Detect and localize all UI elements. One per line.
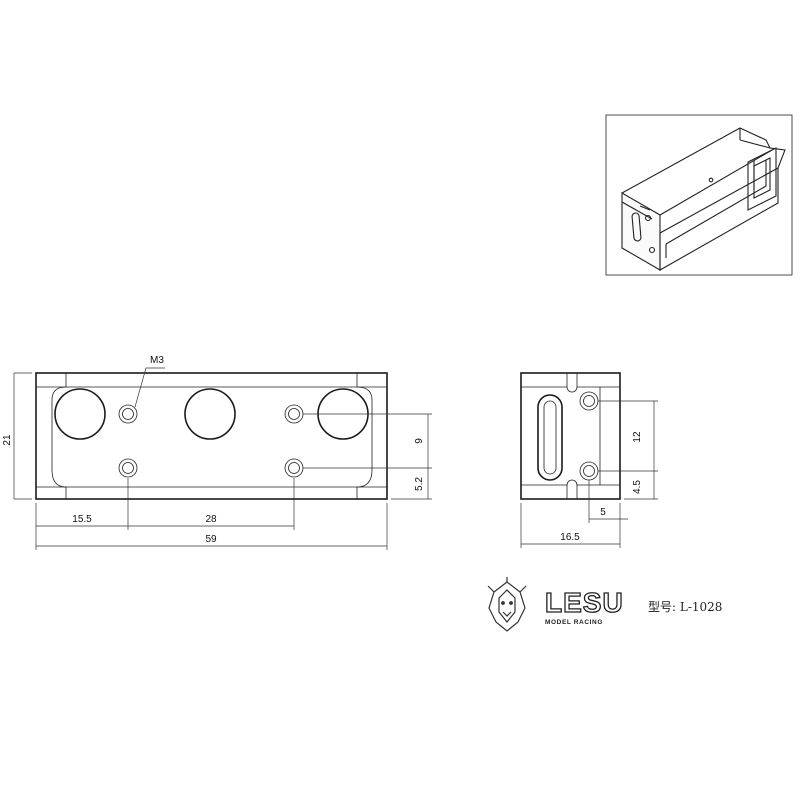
dim-side-x: 5	[600, 507, 606, 518]
iso-preview-frame	[605, 114, 793, 276]
brand-block: LESU MODEL RACING 型号: L-1028	[487, 577, 722, 632]
model-label: 型号: L-1028	[648, 600, 722, 614]
brand-name: LESU	[545, 587, 624, 618]
m3-holes	[118, 404, 304, 478]
front-view: M3 21 15.5 28 59 9 5.2	[2, 355, 432, 550]
dim-side-y: 4.5	[632, 480, 643, 494]
dim-width: 16.5	[560, 532, 580, 543]
side-view-outline	[520, 372, 621, 500]
lion-head-icon	[487, 577, 527, 632]
side-view: 12 4.5 5 16.5	[520, 372, 658, 548]
side-holes	[579, 391, 599, 481]
side-slot	[537, 394, 563, 481]
iso-part-sketch	[621, 127, 786, 271]
iso-preview	[605, 114, 793, 276]
dim-height: 21	[2, 434, 13, 446]
front-view-pocket	[51, 386, 373, 488]
dim-hole-pitch-y: 9	[414, 438, 425, 444]
dim-length: 59	[205, 534, 217, 545]
dim-hole-x1: 15.5	[72, 514, 92, 525]
thread-label: M3	[150, 355, 164, 366]
brand-tagline: MODEL RACING	[545, 619, 603, 626]
dim-hole-y: 5.2	[414, 477, 425, 491]
m3-leader	[134, 367, 165, 408]
large-hole-left	[54, 388, 106, 440]
large-hole-center	[184, 388, 236, 440]
front-view-outline	[35, 372, 388, 500]
dim-side-pitch: 12	[632, 431, 643, 443]
dim-hole-pitch-x: 28	[205, 514, 217, 525]
